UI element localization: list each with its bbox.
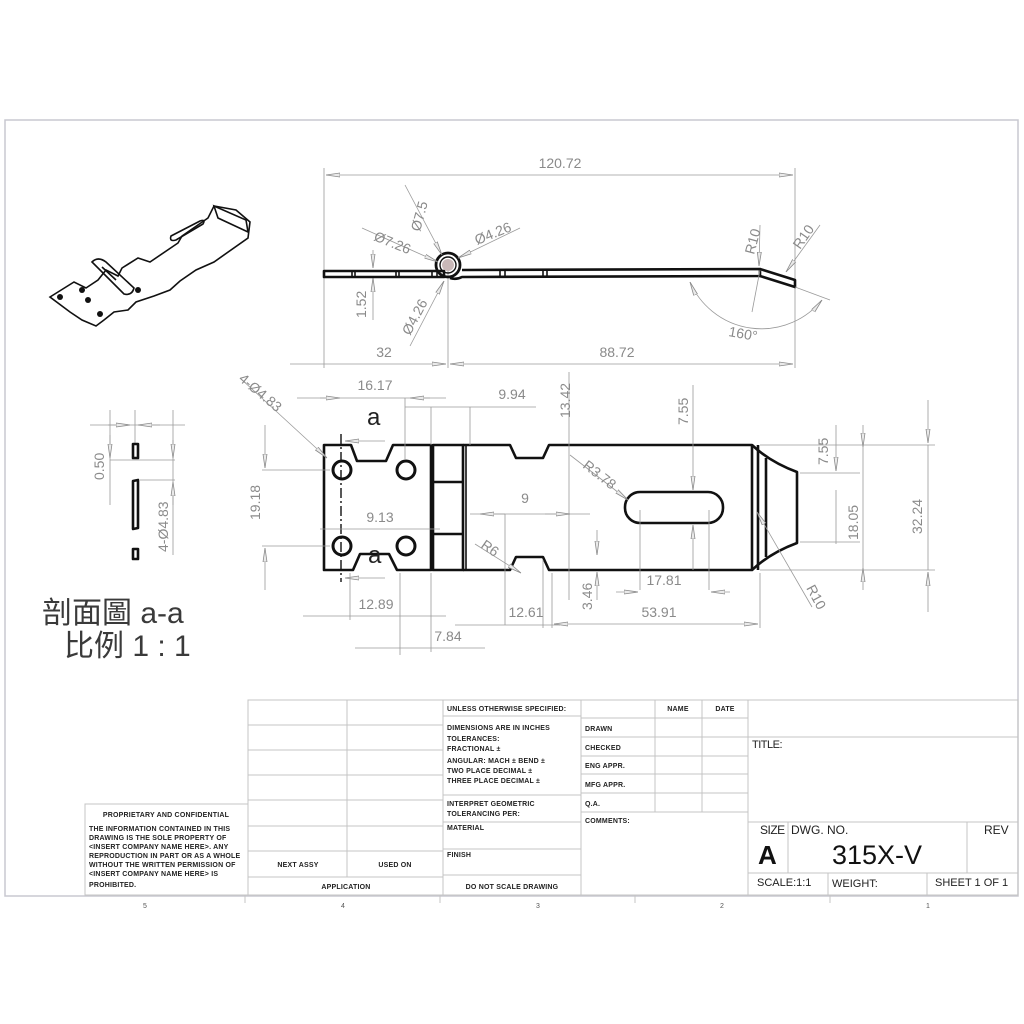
finish-label: FINISH	[447, 852, 471, 859]
svg-text:TOLERANCES:: TOLERANCES:	[447, 736, 500, 743]
weight-label: WEIGHT:	[832, 878, 878, 890]
role-qa: Q.A.	[585, 801, 600, 808]
dim-right-segment: 88.72	[599, 344, 634, 360]
dim-tab-width: 18.05	[845, 505, 861, 540]
svg-text:THE INFORMATION CONTAINED IN T: THE INFORMATION CONTAINED IN THIS	[89, 826, 230, 833]
section-scale: 比例 1 : 1	[64, 630, 191, 663]
dim-bend-angle: 160°	[727, 323, 758, 344]
section-title: 剖面圖 a-a	[42, 597, 184, 630]
unless-specified-label: UNLESS OTHERWISE SPECIFIED:	[447, 706, 566, 713]
dim-tab-upper: 7.55	[815, 438, 831, 465]
svg-text:FRACTIONAL ±: FRACTIONAL ±	[447, 746, 501, 753]
scale-value: SCALE:1:1	[757, 877, 811, 889]
svg-text:DRAWING IS THE SOLE PROPERTY O: DRAWING IS THE SOLE PROPERTY OF	[89, 835, 227, 842]
dim-section-gap: 0.50	[91, 453, 107, 480]
dim-hole-pitch: 9.13	[366, 509, 393, 525]
svg-text:REPRODUCTION IN PART OR AS A W: REPRODUCTION IN PART OR AS A WHOLE	[89, 853, 240, 860]
zone-5: 5	[143, 903, 147, 910]
dim-pin-dia-upper: Ø4.26	[472, 219, 514, 248]
sheet-number: SHEET 1 OF 1	[935, 877, 1008, 889]
svg-text:<INSERT COMPANY NAME HERE>. AN: <INSERT COMPANY NAME HERE>. ANY	[89, 844, 229, 851]
side-view: 120.72 32 88.72 1.52 Ø7.5 Ø7.26	[290, 155, 831, 368]
dim-hinge-outer-dia: Ø7.5	[407, 199, 430, 233]
dim-notch-radius: R6	[478, 536, 502, 559]
dim-hinge-mid-dia: Ø7.26	[372, 228, 414, 257]
comments-label: COMMENTS:	[585, 818, 630, 825]
dim-pin-dia-lower: Ø4.26	[399, 296, 431, 337]
dim-bend-radius-outer: R10	[789, 221, 817, 251]
zone-4: 4	[341, 903, 345, 910]
dim-notch-width-top: 9.94	[498, 386, 525, 402]
zone-markers: 5 4 3 2 1	[143, 895, 930, 910]
proprietary-heading: PROPRIETARY AND CONFIDENTIAL	[103, 812, 230, 819]
svg-text:TWO PLACE DECIMAL ±: TWO PLACE DECIMAL ±	[447, 768, 532, 775]
size-value: A	[758, 840, 777, 870]
name-header: NAME	[667, 706, 689, 713]
svg-text:THREE PLACE DECIMAL ±: THREE PLACE DECIMAL ±	[447, 778, 540, 785]
dim-hinge-gap: 9	[521, 490, 529, 506]
dim-hole-callout: 4-Ø4.83	[236, 370, 285, 415]
dim-notch-width-bottom: 12.61	[508, 604, 543, 620]
dim-hole-spacing-y: 19.18	[247, 485, 263, 520]
interpret-label-2: TOLERANCING PER:	[447, 811, 520, 818]
dwg-no-value: 315X-V	[832, 840, 922, 870]
top-view: a a 4-Ø4.83 16.17 9.94 13.42 7.55 19.18	[236, 370, 935, 655]
size-label: SIZE	[760, 823, 785, 837]
date-header: DATE	[715, 706, 734, 713]
do-not-scale-label: DO NOT SCALE DRAWING	[466, 884, 559, 891]
role-mfg-appr: MFG APPR.	[585, 782, 625, 789]
section-view: 0.50 4-Ø4.83 剖面圖 a-a 比例 1 : 1	[42, 410, 191, 663]
title-block: NEXT ASSY USED ON APPLICATION PROPRIETAR…	[84, 699, 1019, 896]
svg-text:DIMENSIONS ARE IN INCHES: DIMENSIONS ARE IN INCHES	[447, 725, 550, 732]
interpret-label-1: INTERPRET GEOMETRIC	[447, 801, 535, 808]
zone-3: 3	[536, 903, 540, 910]
proprietary-body: THE INFORMATION CONTAINED IN THIS DRAWIN…	[89, 826, 240, 889]
dim-hole-spacing-x: 16.17	[357, 377, 392, 393]
dim-bend-radius-inner: R10	[741, 227, 763, 256]
application-label: APPLICATION	[321, 884, 370, 891]
dim-overall-length: 120.72	[539, 155, 582, 171]
dim-slot-radius: R3.78	[580, 457, 619, 493]
svg-text:ANGULAR: MACH ± BEND ±: ANGULAR: MACH ± BEND ±	[447, 758, 545, 765]
used-on-label: USED ON	[378, 862, 411, 869]
tolerance-notes: DIMENSIONS ARE IN INCHES TOLERANCES: FRA…	[447, 725, 550, 785]
role-checked: CHECKED	[585, 745, 621, 752]
role-drawn: DRAWN	[585, 726, 612, 733]
zone-2: 2	[720, 903, 724, 910]
section-marker-top: a	[367, 404, 381, 431]
sheet-border	[4, 119, 1019, 897]
svg-text:PROHIBITED.: PROHIBITED.	[89, 882, 136, 889]
dim-notch-offset: 13.42	[557, 383, 573, 418]
dim-thickness: 1.52	[353, 291, 369, 318]
zone-1: 1	[926, 903, 930, 910]
next-assy-label: NEXT ASSY	[277, 862, 318, 869]
rev-label: REV	[984, 823, 1009, 837]
dim-section-hole: 4-Ø4.83	[155, 501, 171, 552]
dim-left-plate-width: 12.89	[358, 596, 393, 612]
dim-notch-depth: 3.46	[579, 583, 595, 610]
svg-text:WITHOUT THE WRITTEN PERMISSION: WITHOUT THE WRITTEN PERMISSION OF	[89, 862, 236, 869]
dim-overall-width: 32.24	[909, 499, 925, 534]
dwg-no-label: DWG. NO.	[791, 823, 848, 837]
dim-slot-offset-top: 7.55	[675, 398, 691, 425]
svg-text:<INSERT COMPANY NAME HERE> IS: <INSERT COMPANY NAME HERE> IS	[89, 871, 218, 878]
material-label: MATERIAL	[447, 825, 485, 832]
dim-hasp-length: 53.91	[641, 604, 676, 620]
dim-hinge-width: 7.84	[434, 628, 461, 644]
title-label: TITLE:	[752, 739, 782, 751]
isometric-view	[48, 204, 251, 327]
dim-slot-length: 17.81	[646, 572, 681, 588]
dim-left-segment: 32	[376, 344, 392, 360]
section-marker-bottom: a	[368, 542, 382, 569]
role-eng-appr: ENG APPR.	[585, 763, 625, 770]
dim-end-radius: R10	[803, 582, 829, 612]
